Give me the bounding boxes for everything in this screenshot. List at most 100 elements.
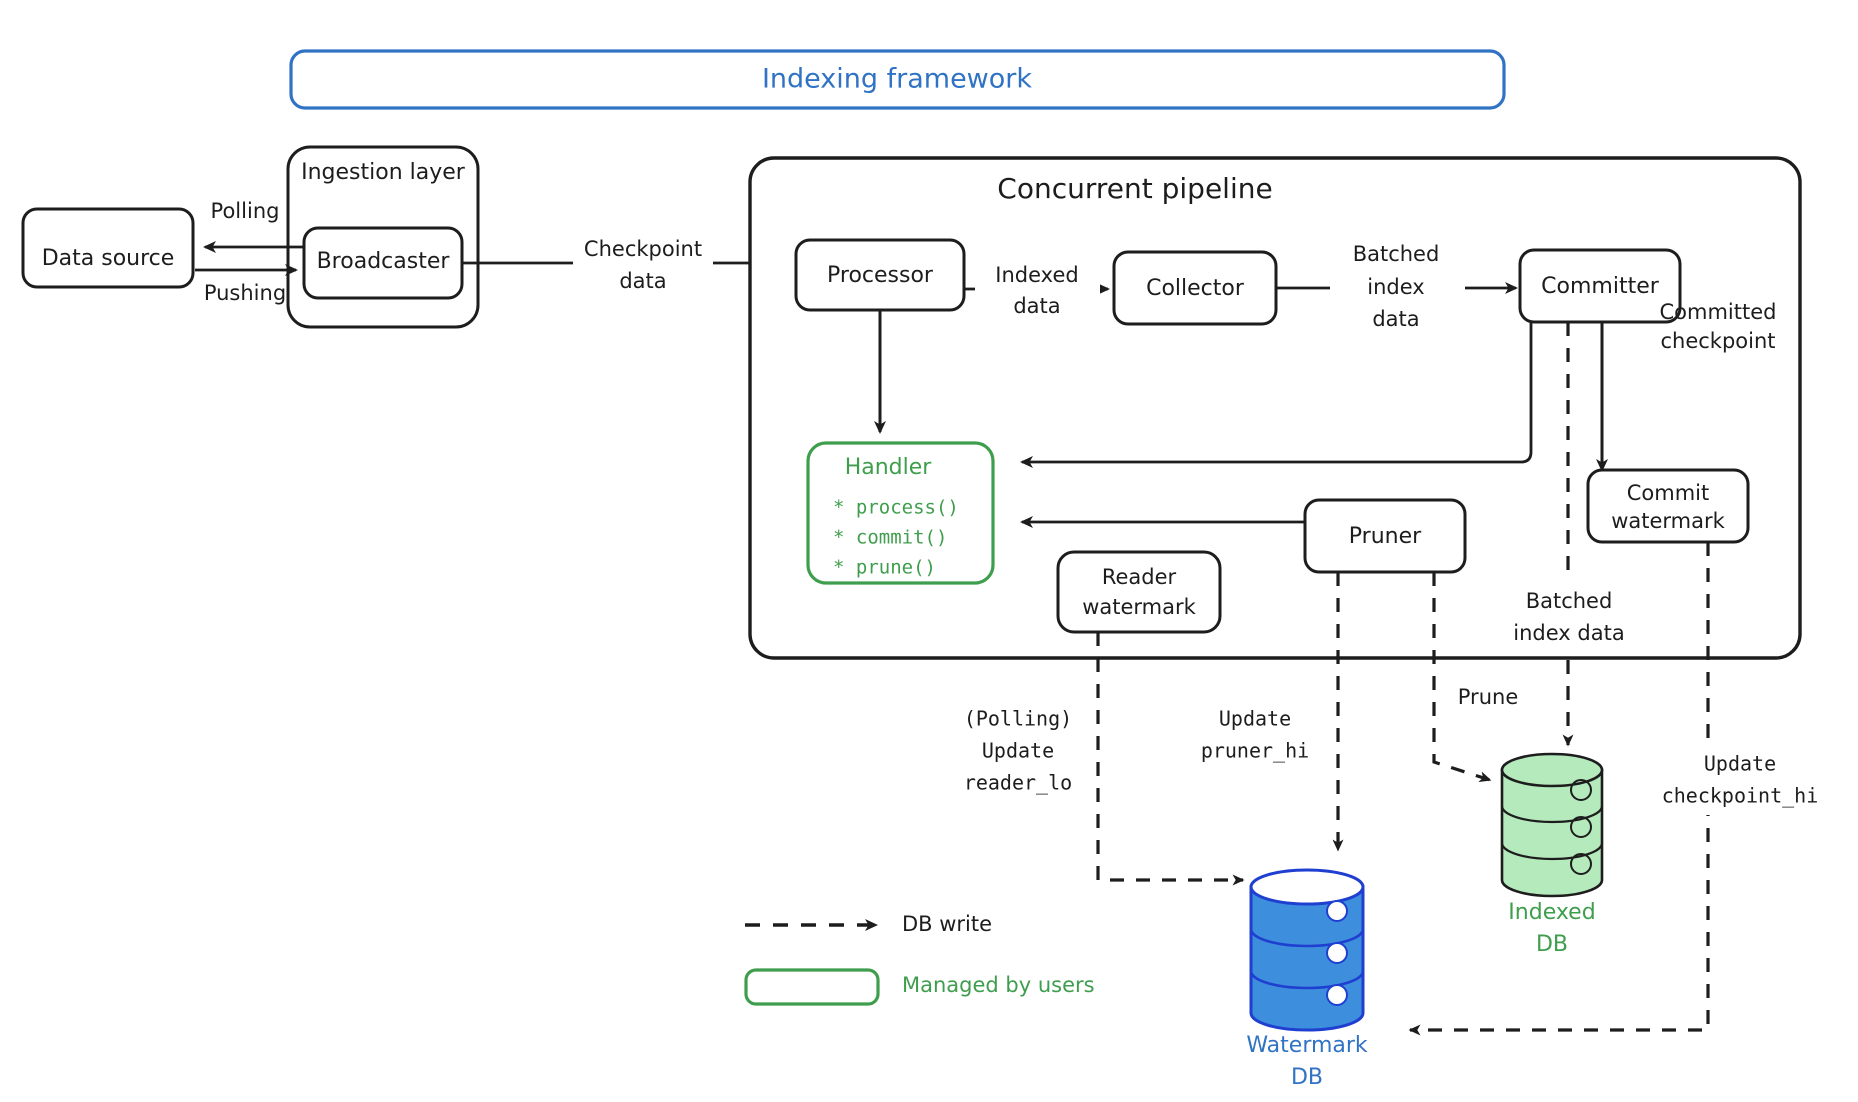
checkpoint-hi-label-line1: Update <box>1704 752 1776 776</box>
edge-reader-lo-write: (Polling) Update reader_lo <box>930 632 1245 886</box>
indexing-framework-box <box>289 49 1506 110</box>
handler-method-commit: * commit() <box>833 527 947 549</box>
pruner-hi-label-line2: pruner_hi <box>1201 739 1309 763</box>
edge-batched-index-data: Batched index data <box>1276 232 1518 331</box>
watermark-db-label-line1: Watermark <box>1246 1033 1368 1058</box>
batched-index-data2-label-line1: Batched <box>1526 589 1613 613</box>
processor-node[interactable]: Processor <box>794 238 966 312</box>
pruner-hi-label-line1: Update <box>1219 707 1291 731</box>
pruner-label: Pruner <box>1349 524 1422 549</box>
batched-index-data-label-line2: index <box>1367 275 1424 299</box>
watermark-db-top <box>1249 868 1365 906</box>
commit-watermark-node[interactable]: Commit watermark <box>1586 468 1750 544</box>
collector-label: Collector <box>1146 276 1245 301</box>
handler-node[interactable]: Handler * process() * commit() * prune() <box>806 441 995 585</box>
edge-polling: Polling <box>203 199 304 253</box>
indexed-db-label-line2: DB <box>1536 932 1568 957</box>
pruner-node[interactable]: Pruner <box>1303 498 1467 574</box>
watermark-db-indicator-3 <box>1326 984 1348 1006</box>
batched-index-data-label-bg <box>1330 232 1465 330</box>
watermark-db-node[interactable]: Watermark DB <box>1246 868 1368 1090</box>
ingestion-layer-label: Ingestion layer <box>301 160 466 185</box>
edge-committed-checkpoint: Committed checkpoint <box>1596 300 1777 472</box>
prune-label-bg <box>1446 680 1538 716</box>
committer-node[interactable]: Committer <box>1518 248 1682 324</box>
handler-title: Handler <box>845 455 933 480</box>
reader-watermark-node[interactable]: Reader watermark <box>1056 550 1222 634</box>
prune-dashed-arrow <box>1432 572 1492 783</box>
polling-label: Polling <box>211 199 280 223</box>
committed-checkpoint-label-line1: Committed <box>1660 300 1777 324</box>
edge-batched-index-data-to-db: Batched index data <box>1495 322 1643 747</box>
edge-pushing: Pushing <box>195 264 298 305</box>
commit-watermark-label-line2: watermark <box>1611 509 1725 533</box>
checkpoint-hi-dashed-arrow <box>1408 542 1710 1036</box>
indexed-db-indicator-2 <box>1570 816 1592 838</box>
watermark-db-label-line2: DB <box>1291 1065 1323 1090</box>
reader-lo-dashed-arrow <box>1096 632 1245 886</box>
checkpoint-data-label-line1: Checkpoint <box>584 237 702 261</box>
watermark-db-indicator-2 <box>1326 942 1348 964</box>
indexed-db-node[interactable]: Indexed DB <box>1500 752 1604 957</box>
data-source-node[interactable]: Data source <box>21 207 195 289</box>
pruner-hi-label-bg <box>1185 700 1330 770</box>
legend: DB write Managed by users <box>744 912 1095 1006</box>
committer-label: Committer <box>1541 274 1660 299</box>
indexed-data-label-line1: Indexed <box>995 263 1078 287</box>
reader-watermark-box[interactable] <box>1056 550 1222 634</box>
processor-label: Processor <box>827 263 934 288</box>
data-source-box[interactable] <box>21 207 195 289</box>
legend-managed-by-users-swatch <box>744 968 880 1006</box>
watermark-db-divider-1 <box>1249 928 1365 948</box>
batched-index-data2-label-line2: index data <box>1513 621 1624 645</box>
watermark-db-divider-2 <box>1249 970 1365 990</box>
indexed-db-body[interactable] <box>1500 768 1604 898</box>
indexing-framework-banner: Indexing framework <box>289 49 1506 110</box>
edge-pruner-hi-write: Update pruner_hi <box>1185 572 1344 852</box>
handler-method-process: * process() <box>833 497 959 519</box>
batched-index-data-label-line3: data <box>1372 307 1419 331</box>
indexed-db-divider-2 <box>1500 842 1604 861</box>
committed-checkpoint-label-line2: checkpoint <box>1660 329 1775 353</box>
committer-handler-arrow <box>1020 322 1533 468</box>
handler-method-prune: * prune() <box>833 557 936 579</box>
indexed-data-label-line2: data <box>1013 294 1060 318</box>
watermark-db-indicator-1 <box>1326 900 1348 922</box>
batched-index-data2-label-bg <box>1495 580 1643 652</box>
pruner-box[interactable] <box>1303 498 1467 574</box>
checkpoint-data-label-bg <box>573 235 713 297</box>
reader-lo-label-line3: reader_lo <box>964 771 1072 795</box>
indexed-data-label-bg <box>975 260 1100 320</box>
edge-prune-write: Prune <box>1432 572 1538 783</box>
reader-watermark-label-line1: Reader <box>1102 565 1177 589</box>
reader-lo-label-line2: Update <box>982 739 1054 763</box>
batched-index-data-label-line1: Batched <box>1353 242 1440 266</box>
broadcaster-label: Broadcaster <box>317 249 451 274</box>
data-source-label: Data source <box>42 246 175 271</box>
edge-checkpoint-data: Checkpoint data <box>462 235 788 297</box>
pushing-label: Pushing <box>204 281 286 305</box>
edge-indexed-data: Indexed data <box>964 260 1110 320</box>
indexed-db-indicator-1 <box>1570 779 1592 801</box>
indexed-db-divider-1 <box>1500 805 1604 824</box>
commit-watermark-box[interactable] <box>1586 468 1750 544</box>
edge-checkpoint-hi-write: Update checkpoint_hi <box>1408 542 1858 1036</box>
committer-box[interactable] <box>1518 248 1682 324</box>
reader-watermark-label-line2: watermark <box>1082 595 1196 619</box>
edge-committer-to-handler <box>1020 322 1533 468</box>
indexing-framework-title: Indexing framework <box>762 64 1032 95</box>
commit-watermark-label-line1: Commit <box>1627 481 1710 505</box>
reader-lo-label-line1: (Polling) <box>964 707 1072 731</box>
ingestion-layer-group: Ingestion layer Broadcaster <box>286 145 480 329</box>
legend-db-write-label: DB write <box>902 912 992 936</box>
prune-label: Prune <box>1458 685 1518 709</box>
collector-node[interactable]: Collector <box>1112 250 1278 326</box>
legend-managed-by-users-label: Managed by users <box>902 973 1095 997</box>
indexed-db-top <box>1500 752 1604 788</box>
handler-box[interactable] <box>806 441 995 585</box>
indexed-db-label-line1: Indexed <box>1508 900 1595 925</box>
checkpoint-hi-label-bg <box>1630 745 1858 815</box>
concurrent-pipeline-title: Concurrent pipeline <box>997 172 1272 205</box>
checkpoint-data-label-line2: data <box>619 269 666 293</box>
